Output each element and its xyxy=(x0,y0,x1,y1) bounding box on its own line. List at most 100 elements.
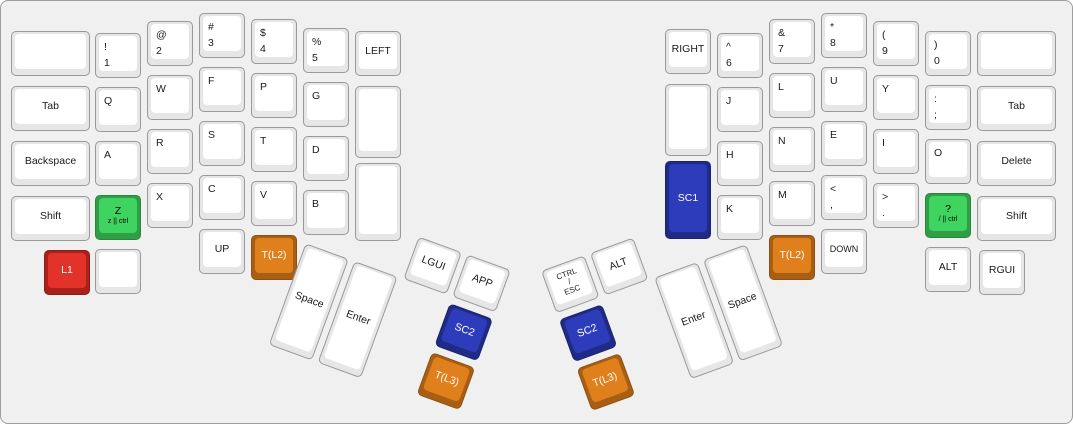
key-excl-1[interactable]: !1 xyxy=(95,33,141,78)
key-colon-semicolon[interactable]: :; xyxy=(925,85,971,130)
key-y[interactable]: Y xyxy=(873,75,919,120)
keycap-top xyxy=(99,252,137,287)
keycap-top xyxy=(15,144,86,179)
key-lt-comma[interactable]: <, xyxy=(821,175,867,220)
key-label: SC2 xyxy=(452,321,477,340)
key-blank-right-inner-mid[interactable] xyxy=(665,84,711,156)
keycap-top xyxy=(359,166,397,234)
key-caret-6[interactable]: ^6 xyxy=(717,33,763,78)
keycap-top xyxy=(825,124,863,159)
key-label: W xyxy=(156,83,166,95)
keycap-top xyxy=(99,144,137,179)
key-letter-n[interactable]: N xyxy=(769,127,815,172)
key-t-l3-left[interactable]: T(L3) xyxy=(416,352,476,411)
key-e[interactable]: E xyxy=(821,121,867,166)
key-m[interactable]: M xyxy=(769,181,815,226)
key-blank-left-inner-mid[interactable] xyxy=(355,86,401,158)
key-ctrl-esc[interactable]: CTRL/ESC xyxy=(541,255,600,314)
key-tab-left[interactable]: Tab xyxy=(11,86,90,131)
key-star-8[interactable]: *8 xyxy=(821,13,867,58)
key-shift-left[interactable]: Shift xyxy=(11,196,90,241)
key-lparen-9[interactable]: (9 xyxy=(873,21,919,66)
key-x[interactable]: X xyxy=(147,183,193,228)
keycap-top xyxy=(773,130,811,165)
key-sc2-right[interactable]: SC2 xyxy=(558,304,618,363)
keycap-top xyxy=(203,232,241,267)
key-right-arrow[interactable]: RIGHT xyxy=(665,29,711,74)
key-sc1[interactable]: SC1 xyxy=(665,161,711,239)
keycap-top xyxy=(929,250,967,285)
key-p[interactable]: P xyxy=(251,73,297,118)
keycap-top xyxy=(15,89,86,124)
key-blank-left-inner-low[interactable] xyxy=(355,163,401,241)
key-label: Shift xyxy=(1005,210,1027,223)
key-alt-right[interactable]: ALT xyxy=(925,247,971,292)
key-q[interactable]: Q xyxy=(95,87,141,132)
key-dollar-4[interactable]: $4 xyxy=(251,19,297,64)
key-left-arrow[interactable]: LEFT xyxy=(355,31,401,76)
key-label: RGUI xyxy=(988,264,1016,277)
key-c[interactable]: C xyxy=(199,175,245,220)
key-j[interactable]: J xyxy=(717,87,763,132)
key-t-l3-right[interactable]: T(L3) xyxy=(576,352,636,412)
key-d[interactable]: D xyxy=(303,136,349,181)
key-w[interactable]: W xyxy=(147,75,193,120)
key-question-ctrl[interactable]: ?/ || ctrl xyxy=(925,193,971,238)
key-up[interactable]: UP xyxy=(199,229,245,274)
key-label: I xyxy=(882,137,885,149)
key-rgui[interactable]: RGUI xyxy=(979,250,1025,295)
key-t-l2-right[interactable]: T(L2) xyxy=(769,235,815,280)
key-percent-5[interactable]: %5 xyxy=(303,28,349,73)
keycap-top xyxy=(359,34,397,69)
keycap-top xyxy=(721,90,759,125)
keycap-top xyxy=(15,199,86,234)
key-label: ALT xyxy=(607,255,630,274)
key-amp-7[interactable]: &7 xyxy=(769,19,815,64)
key-t[interactable]: T xyxy=(251,127,297,172)
key-h[interactable]: H xyxy=(717,141,763,186)
key-at-2[interactable]: @2 xyxy=(147,21,193,66)
key-shift-right[interactable]: Shift xyxy=(977,196,1056,241)
key-delete[interactable]: Delete xyxy=(977,141,1056,186)
keycap-top xyxy=(981,144,1052,179)
key-label: V xyxy=(260,189,268,201)
key-label: UP xyxy=(214,243,230,256)
key-down[interactable]: DOWN xyxy=(821,229,867,274)
key-gt-period[interactable]: >. xyxy=(873,183,919,228)
key-l1[interactable]: L1 xyxy=(44,250,90,295)
key-f[interactable]: F xyxy=(199,67,245,112)
key-label xyxy=(359,166,397,234)
key-b[interactable]: B xyxy=(303,190,349,235)
key-u[interactable]: U xyxy=(821,67,867,112)
key-alt-thumb[interactable]: ALT xyxy=(589,237,649,296)
key-label xyxy=(981,34,1052,69)
key-k[interactable]: K xyxy=(717,195,763,240)
key-blank-left-bottom[interactable] xyxy=(95,249,141,294)
key-blank-right-outer-top[interactable] xyxy=(977,31,1056,76)
key-o[interactable]: O xyxy=(925,139,971,184)
key-sc2-left[interactable]: SC2 xyxy=(434,303,494,362)
key-label: ^6 xyxy=(726,41,732,69)
keycap-top xyxy=(877,132,915,167)
key-label: DOWN xyxy=(829,243,859,254)
key-t-l2-left[interactable]: T(L2) xyxy=(251,235,297,280)
key-backspace[interactable]: Backspace xyxy=(11,141,90,186)
keycap-top xyxy=(877,78,915,113)
key-tab-right[interactable]: Tab xyxy=(977,86,1056,131)
key-label: @2 xyxy=(156,29,167,57)
key-hash-3[interactable]: #3 xyxy=(199,13,245,58)
key-r[interactable]: R xyxy=(147,129,193,174)
key-letter-l[interactable]: L xyxy=(769,73,815,118)
key-v[interactable]: V xyxy=(251,181,297,226)
key-i[interactable]: I xyxy=(873,129,919,174)
key-g[interactable]: G xyxy=(303,82,349,127)
key-rparen-0[interactable]: )0 xyxy=(925,31,971,76)
key-label: L xyxy=(778,81,784,93)
key-blank-left-outer-top[interactable] xyxy=(11,31,90,76)
key-lgui[interactable]: LGUI xyxy=(403,236,462,295)
key-label: A xyxy=(104,149,112,161)
key-app[interactable]: APP xyxy=(452,254,511,313)
key-a[interactable]: A xyxy=(95,141,141,186)
key-s[interactable]: S xyxy=(199,121,245,166)
